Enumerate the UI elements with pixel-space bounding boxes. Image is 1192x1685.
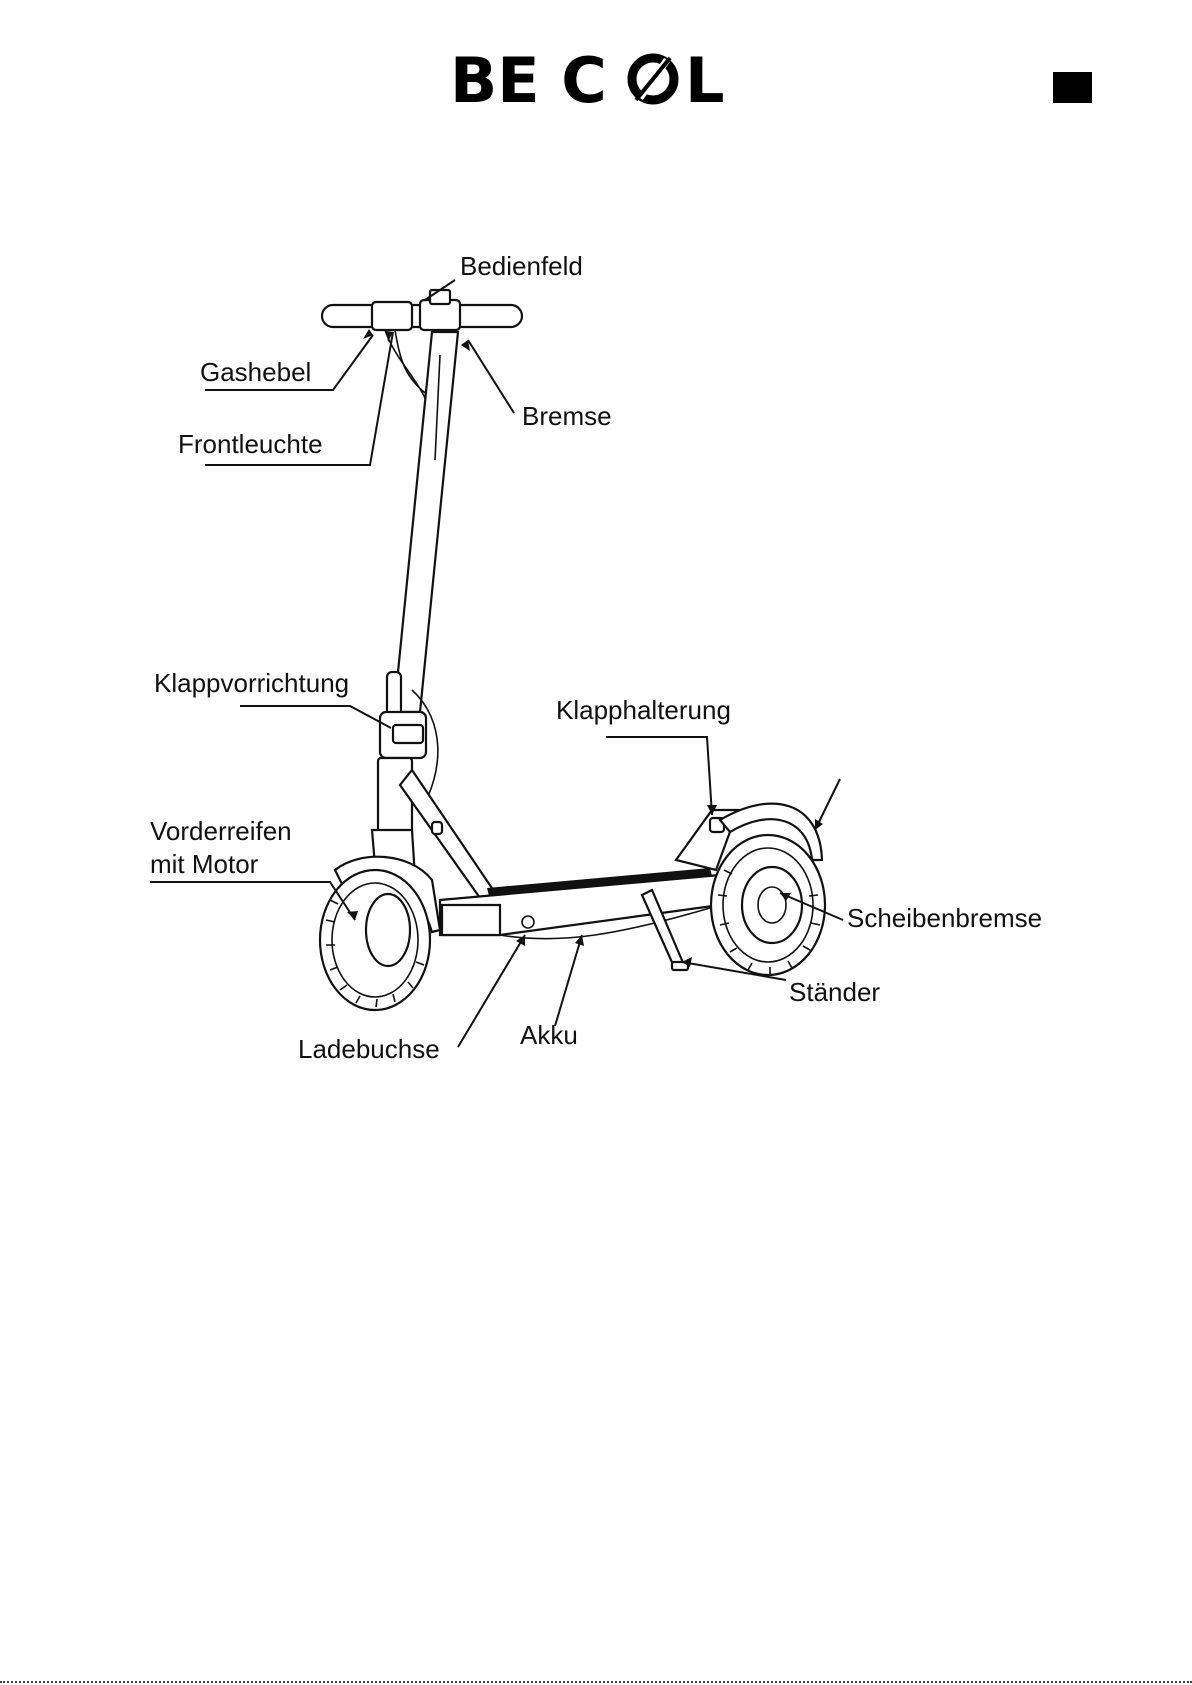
label-vorderreifen-line1: Vorderreifen [150,816,292,846]
part-labels: Bedienfeld Gashebel Bremse Frontleuchte … [150,251,1042,1064]
label-bedienfeld: Bedienfeld [460,251,583,281]
label-bremse: Bremse [522,401,612,431]
label-gashebel: Gashebel [200,357,311,387]
page-bottom-edge [0,1681,1192,1683]
scooter-diagram: Bedienfeld Gashebel Bremse Frontleuchte … [0,0,1192,1100]
label-frontleuchte: Frontleuchte [178,429,323,459]
label-staender: Ständer [789,977,880,1007]
label-klapphalterung: Klapphalterung [556,695,731,725]
label-akku: Akku [520,1020,578,1050]
label-ladebuchse: Ladebuchse [298,1034,440,1064]
label-vorderreifen-line2: mit Motor [150,849,259,879]
steering-stem [387,332,458,716]
label-klappvorrichtung: Klappvorrichtung [154,668,349,698]
label-scheibenbremse: Scheibenbremse [847,903,1042,933]
handlebar [322,290,522,410]
